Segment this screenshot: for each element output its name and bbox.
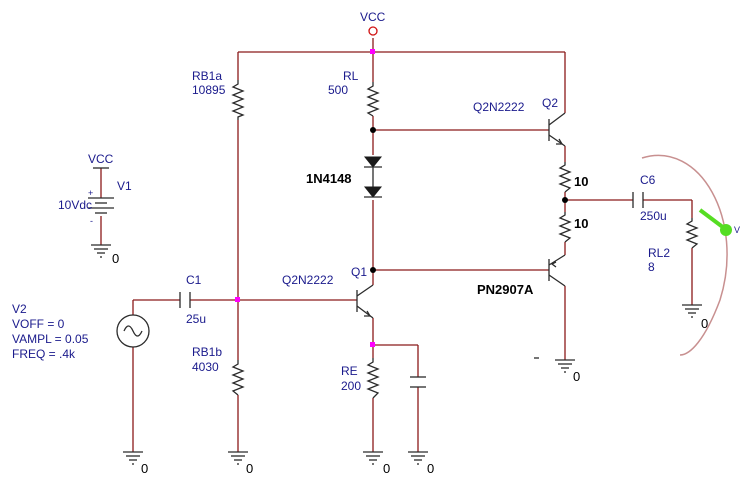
rl2-value: 8	[648, 260, 655, 274]
rl2-name: RL2	[648, 246, 670, 260]
wires	[100, 38, 693, 452]
resistor-rl2: RL2 8	[648, 218, 699, 274]
transistor-q1: Q2N2222 Q1	[282, 265, 374, 319]
v2-name: V2	[12, 302, 27, 316]
ground-pnp: 0	[534, 357, 580, 384]
c6-value: 250u	[640, 209, 667, 223]
v1-minus: -	[90, 216, 93, 226]
q2-model: Q2N2222	[473, 100, 525, 114]
resistor-r10b: 10	[558, 212, 588, 243]
diode-model: 1N4148	[306, 171, 352, 186]
transistor-q2: Q2N2222 Q2	[473, 96, 566, 147]
re-name: RE	[341, 364, 358, 378]
q1-model: Q2N2222	[282, 273, 334, 287]
capacitor-c6: C6 250u	[632, 173, 667, 223]
capacitor-c1: C1 25u	[179, 273, 206, 326]
junction-nodes	[235, 49, 568, 347]
rb1b-value: 4030	[192, 360, 219, 374]
diode-1n4148: 1N4148	[306, 156, 383, 198]
ground-bypass: 0	[408, 451, 434, 476]
ground-label: 0	[701, 316, 708, 331]
ground-label: 0	[573, 369, 580, 384]
vcc-v1-symbol: VCC	[88, 152, 114, 169]
v1-battery: V1 10Vdc + -	[58, 179, 132, 226]
resistor-rb1b: RB1b 4030	[192, 345, 245, 396]
ground-rb1b: 0	[228, 451, 253, 476]
resistor-re: RE 200	[341, 358, 380, 399]
q2-name: Q2	[542, 96, 558, 110]
re-value: 200	[341, 379, 361, 393]
c1-value: 25u	[186, 312, 206, 326]
ground-v1: 0	[91, 244, 119, 266]
rl-name: RL	[343, 69, 359, 83]
r10a-value: 10	[574, 174, 588, 189]
vcc-top-label: VCC	[360, 10, 386, 24]
rb1a-name: RB1a	[192, 69, 222, 83]
v2-vampl: VAMPL = 0.05	[12, 332, 89, 346]
ground-label: 0	[141, 461, 148, 476]
ground-rl2: 0	[682, 304, 708, 331]
resistor-rl: RL 500	[328, 69, 380, 117]
transistor-pn2907a: PN2907A	[477, 254, 566, 297]
v2-freq: FREQ = .4k	[12, 347, 76, 361]
ground-v2: 0	[123, 451, 148, 476]
resistor-rb1a: RB1a 10895	[192, 69, 245, 120]
capacitor-bypass	[410, 376, 426, 388]
ground-label: 0	[427, 461, 434, 476]
v1-plus: +	[88, 188, 93, 198]
v2-voff: VOFF = 0	[12, 317, 65, 331]
ground-re: 0	[363, 451, 390, 476]
vcc-top-symbol: VCC	[360, 10, 386, 36]
v2-sine-source: V2 VOFF = 0 VAMPL = 0.05 FREQ = .4k	[12, 302, 150, 361]
c6-name: C6	[640, 173, 656, 187]
rb1b-name: RB1b	[192, 345, 222, 359]
rb1a-value: 10895	[192, 83, 226, 97]
voltage-probe[interactable]: V	[641, 154, 740, 356]
v1-value: 10Vdc	[58, 198, 92, 212]
ground-label: 0	[383, 461, 390, 476]
probe-label: V	[734, 225, 740, 235]
resistor-r10a: 10	[558, 162, 588, 193]
c1-name: C1	[186, 273, 202, 287]
vcc-v1-label: VCC	[88, 152, 114, 166]
pnp-model: PN2907A	[477, 282, 534, 297]
ground-label: 0	[246, 461, 253, 476]
q1-name: Q1	[351, 265, 367, 279]
ground-label: 0	[112, 251, 119, 266]
v1-name: V1	[117, 179, 132, 193]
rl-value: 500	[328, 83, 348, 97]
r10b-value: 10	[574, 216, 588, 231]
